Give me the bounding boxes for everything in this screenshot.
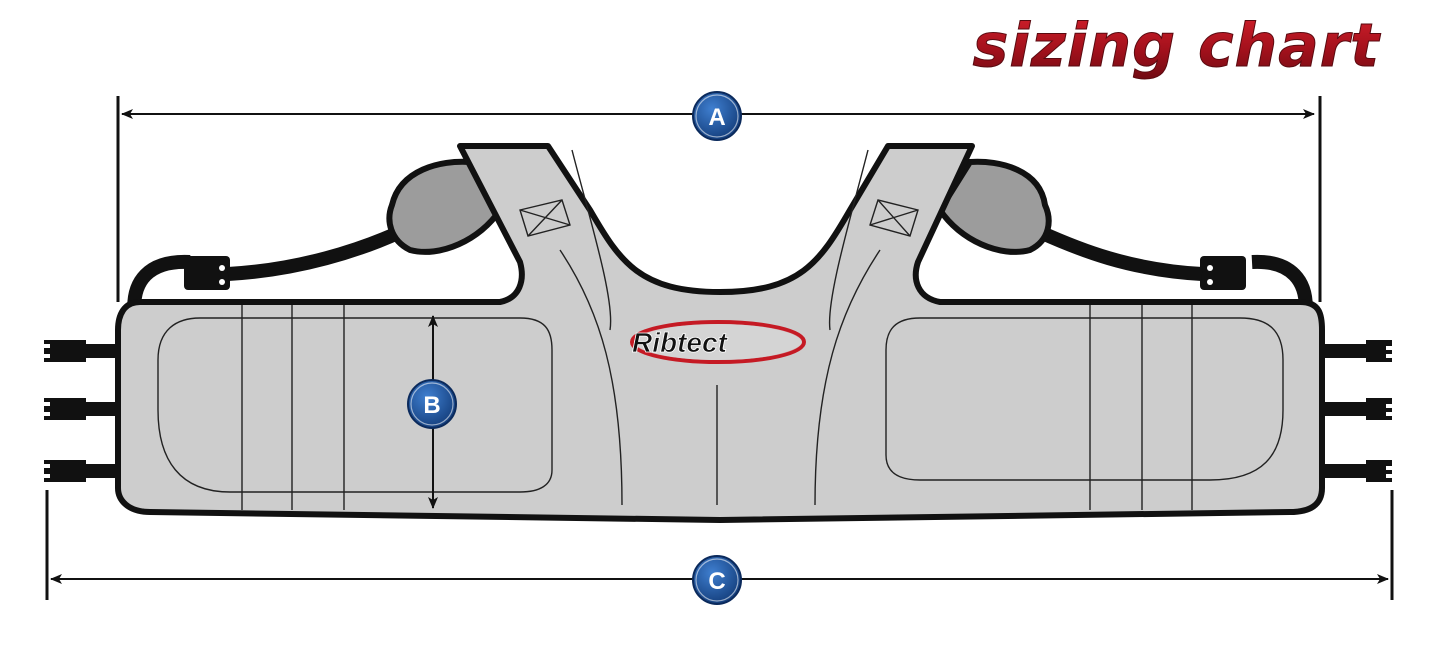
badge-b-label: B — [423, 392, 440, 419]
shoulder-pads — [386, 158, 1052, 255]
badge-a: A — [692, 91, 742, 141]
brand-logo-text: Ribtect — [632, 327, 729, 358]
badge-b: B — [407, 379, 457, 429]
chart-title: sizing chart — [973, 11, 1382, 81]
brand-logo: Ribtect — [630, 320, 806, 364]
badge-c-label: C — [708, 568, 725, 595]
badge-c: C — [692, 555, 742, 605]
vest-seams — [157, 149, 1284, 510]
badge-a-label: A — [708, 104, 725, 131]
